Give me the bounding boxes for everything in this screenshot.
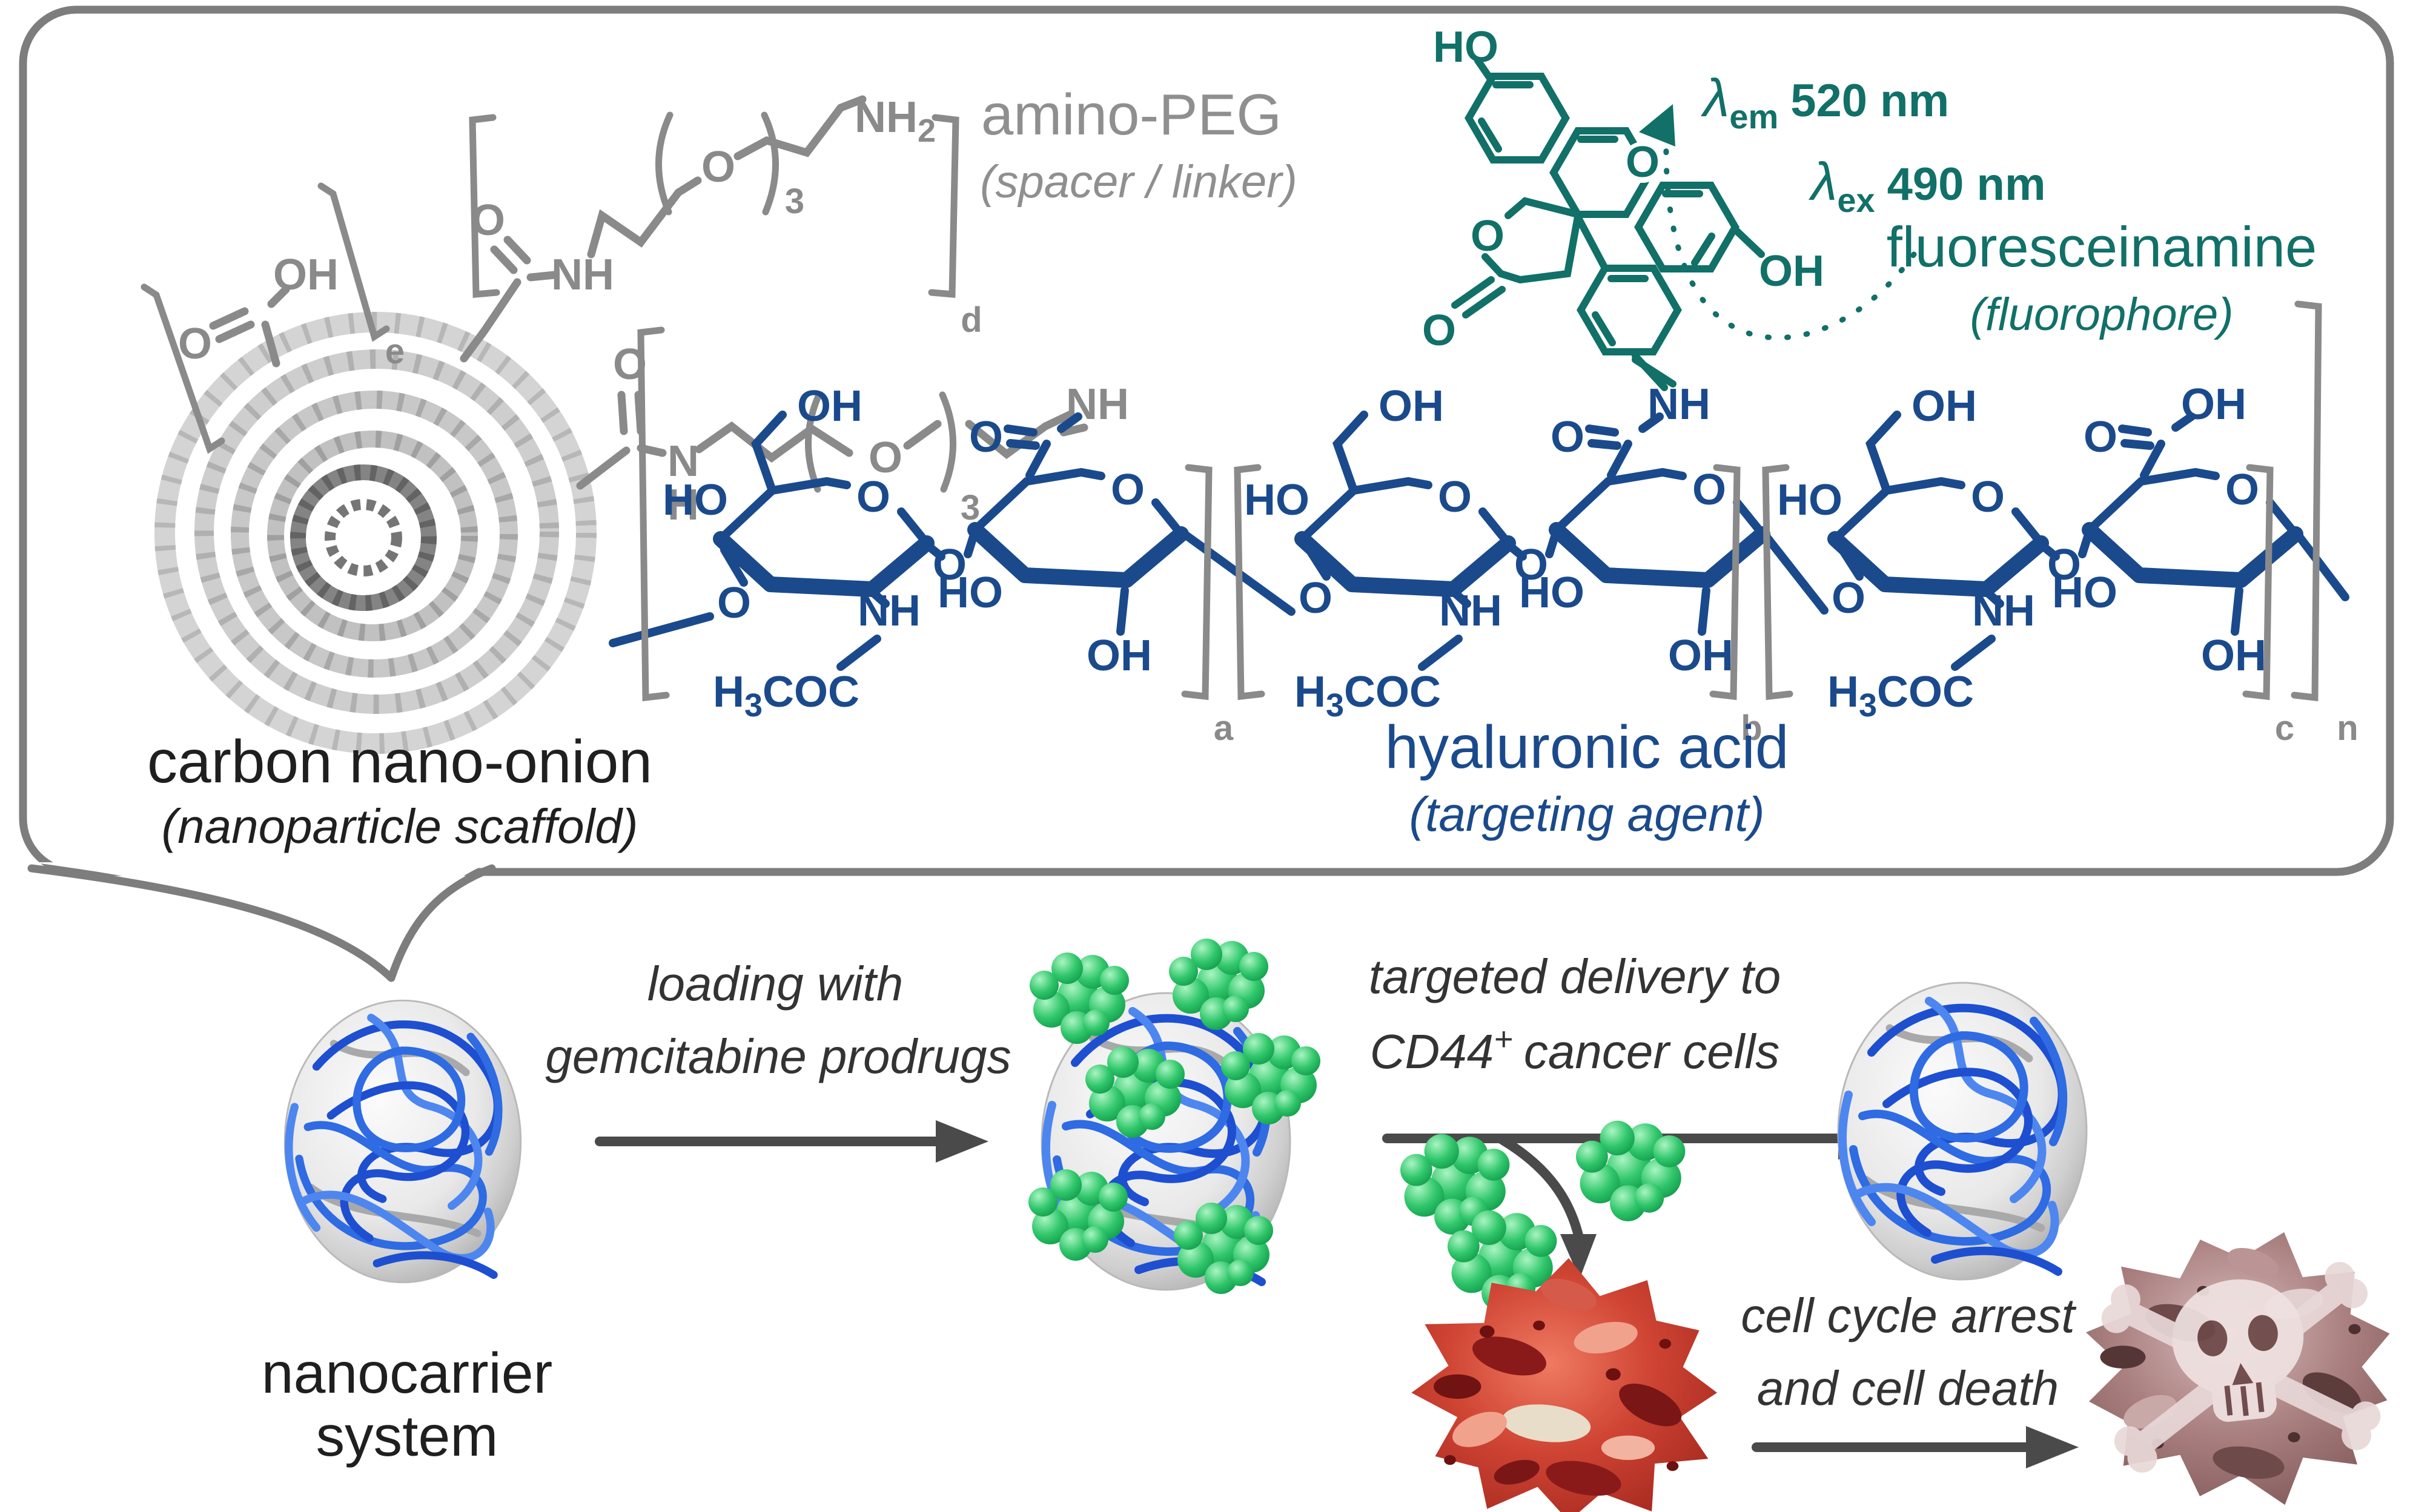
polymer-brackets: a b c n [637, 300, 2358, 748]
amide-unit-b: O NH [1551, 356, 1710, 461]
subscript-a: a [1214, 708, 1234, 748]
label-fluoresceinamine: fluoresceinamine [1887, 215, 2317, 279]
hyaluronic-acid-chain: O O NH O OH O O O a b c n [609, 300, 2358, 748]
subscript-n: n [2337, 708, 2358, 748]
oxygen-label: O [471, 196, 505, 245]
bubble-tail [31, 862, 491, 976]
label-nanocarrier-1: nanocarrier [262, 1341, 553, 1405]
label-amino-peg-role: (spacer / linker) [980, 156, 1297, 208]
amino-peg-structure: d O NH O 3 NH2 [460, 93, 982, 363]
bracket-open [469, 114, 500, 298]
hydroxyl-label: OH [1759, 247, 1824, 295]
bracket-close [928, 114, 959, 298]
label-fluoresceinamine-role: (fluorophore) [1970, 289, 2233, 340]
label-hyaluronic-acid: hyaluronic acid [1385, 713, 1789, 781]
label-nanocarrier-2: system [316, 1404, 498, 1468]
subscript-3: 3 [785, 182, 804, 221]
paren-close [761, 111, 779, 216]
svg-text:O: O [2084, 413, 2117, 461]
oxygen-label: O [178, 320, 212, 368]
dead-cell [2045, 1197, 2413, 1512]
hydroxyl-label: HO [1433, 23, 1498, 71]
lactone-oxygen: O [1471, 212, 1504, 260]
arrow-release-branch [1497, 1135, 1597, 1279]
arrow-death [1752, 1426, 2079, 1468]
glycosidic-oxygen: O [1299, 574, 1332, 622]
step2-text-2: CD44+cancer cells [1370, 1021, 1779, 1078]
label-hyaluronic-acid-role: (targeting agent) [1409, 787, 1764, 841]
amide-label: NH [551, 251, 614, 299]
label-carbon-nano-onion-role: (nanoparticle scaffold) [161, 799, 638, 853]
step1-text-1: loading with [647, 957, 904, 1011]
subscript-e: e [385, 332, 405, 371]
glycosidic-oxygen: O [717, 579, 751, 627]
cancer-cell [1411, 1258, 1717, 1512]
fluoresceinamine-structure: O HO OH O O [1422, 23, 1824, 391]
carbon-nano-onion-structure [154, 312, 597, 754]
acid-oh: OH [2181, 380, 2246, 429]
carbonyl-oxygen: O [1422, 306, 1456, 355]
subscript-b: b [1741, 708, 1762, 748]
subscript-3: 3 [961, 488, 980, 527]
nanocarrier-ball-3 [1838, 983, 2087, 1279]
step1-text-2: gemcitabine prodrugs [545, 1029, 1011, 1083]
step2-text-1: targeted delivery to [1369, 949, 1781, 1003]
amine-terminal: NH2 [855, 93, 936, 149]
subscript-d: d [961, 300, 982, 340]
arrowhead [1639, 104, 1675, 147]
ether-oxygen: O [701, 143, 735, 191]
xanthene-oxygen: O [1626, 138, 1660, 187]
carboxyl-group: O OH e [141, 182, 405, 454]
paren-open [655, 111, 674, 216]
amide-nh: NH [1647, 380, 1710, 429]
loaded-nanocarrier [1028, 939, 1320, 1294]
arrow-loading [595, 1120, 988, 1163]
svg-text:O: O [969, 413, 1003, 461]
subscript-c: c [2275, 708, 2294, 748]
acid-unit-c: O OH [2084, 380, 2246, 461]
glycosidic-oxygen: O [1832, 574, 1865, 622]
paren-close [939, 391, 956, 493]
step3-text-2: and cell death [1757, 1361, 2059, 1415]
amide-unit-a: O [969, 412, 1082, 461]
nanocarrier-ball-1 [285, 1000, 521, 1283]
label-amino-peg: amino-PEG [981, 82, 1282, 147]
svg-text:O: O [1551, 413, 1584, 461]
step3-text-1: cell cycle arrest [1741, 1289, 2076, 1342]
label-carbon-nano-onion: carbon nano-onion [147, 728, 652, 796]
